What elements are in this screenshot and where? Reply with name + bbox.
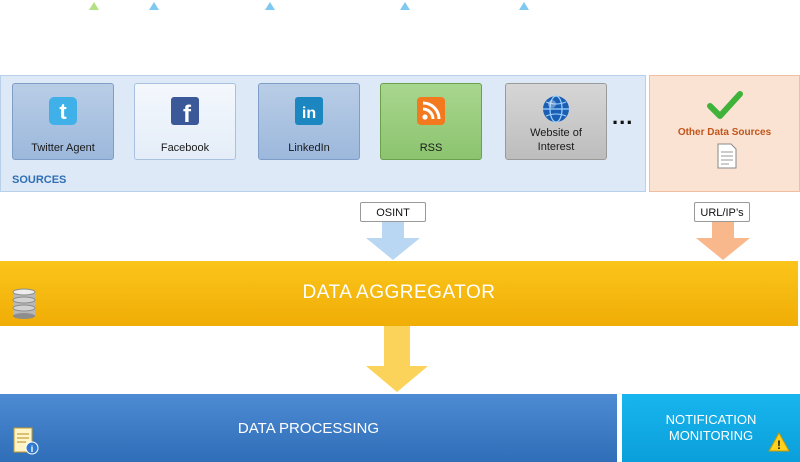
rss-card[interactable]: RSS <box>380 83 482 160</box>
monitoring-line: MONITORING <box>668 428 754 443</box>
rss-icon <box>417 97 445 125</box>
other-data-sources-label: Other Data Sources <box>677 127 772 138</box>
data-aggregator-bar[interactable] <box>0 261 798 326</box>
document-icon <box>717 143 737 169</box>
website-of-interest-card[interactable]: Website of Interest <box>505 83 607 160</box>
website-label-line2: Interest <box>537 141 575 153</box>
twitter-agent-card[interactable]: t Twitter Agent <box>12 83 114 160</box>
data-aggregator-title: DATA AGGREGATOR <box>302 282 496 303</box>
osint-tag: OSINT <box>360 202 426 222</box>
twitter-icon: t <box>49 97 77 125</box>
rss-label: RSS <box>419 142 443 154</box>
checkmark-icon <box>707 91 743 119</box>
svg-text:t: t <box>59 99 67 124</box>
url-down-arrow <box>696 222 750 260</box>
notification-monitoring-title: NOTIFICATION MONITORING <box>622 412 800 444</box>
aggregator-down-arrow <box>366 326 428 392</box>
warning-icon: ! <box>768 432 790 452</box>
facebook-card[interactable]: f Facebook <box>134 83 236 160</box>
svg-text:f: f <box>183 101 192 126</box>
facebook-icon: f <box>171 97 199 126</box>
other-data-sources-panel[interactable] <box>649 75 800 192</box>
facebook-label: Facebook <box>160 142 210 154</box>
linkedin-label: LinkedIn <box>288 142 330 154</box>
twitter-agent-label: Twitter Agent <box>31 142 95 154</box>
linkedin-icon: in <box>295 97 323 125</box>
rss-arrows <box>400 2 466 88</box>
linkedin-card[interactable]: in LinkedIn <box>258 83 360 160</box>
website-label-line1: Website of <box>530 127 582 139</box>
svg-text:i: i <box>31 444 34 454</box>
notification-line: NOTIFICATION <box>665 412 757 427</box>
sources-section-label: SOURCES <box>12 174 67 186</box>
more-sources-ellipsis: ... <box>612 104 634 129</box>
osint-down-arrow <box>366 222 420 260</box>
svg-text:!: ! <box>777 438 781 452</box>
data-processing-title: DATA PROCESSING <box>237 420 380 437</box>
svg-text:in: in <box>302 105 316 122</box>
database-icon <box>12 288 36 319</box>
notes-icon: i <box>13 427 39 455</box>
facebook-arrows <box>149 2 215 88</box>
url-ip-tag: URL/IP’s <box>694 202 750 222</box>
data-processing-bar[interactable] <box>0 394 617 462</box>
globe-icon <box>543 95 569 123</box>
